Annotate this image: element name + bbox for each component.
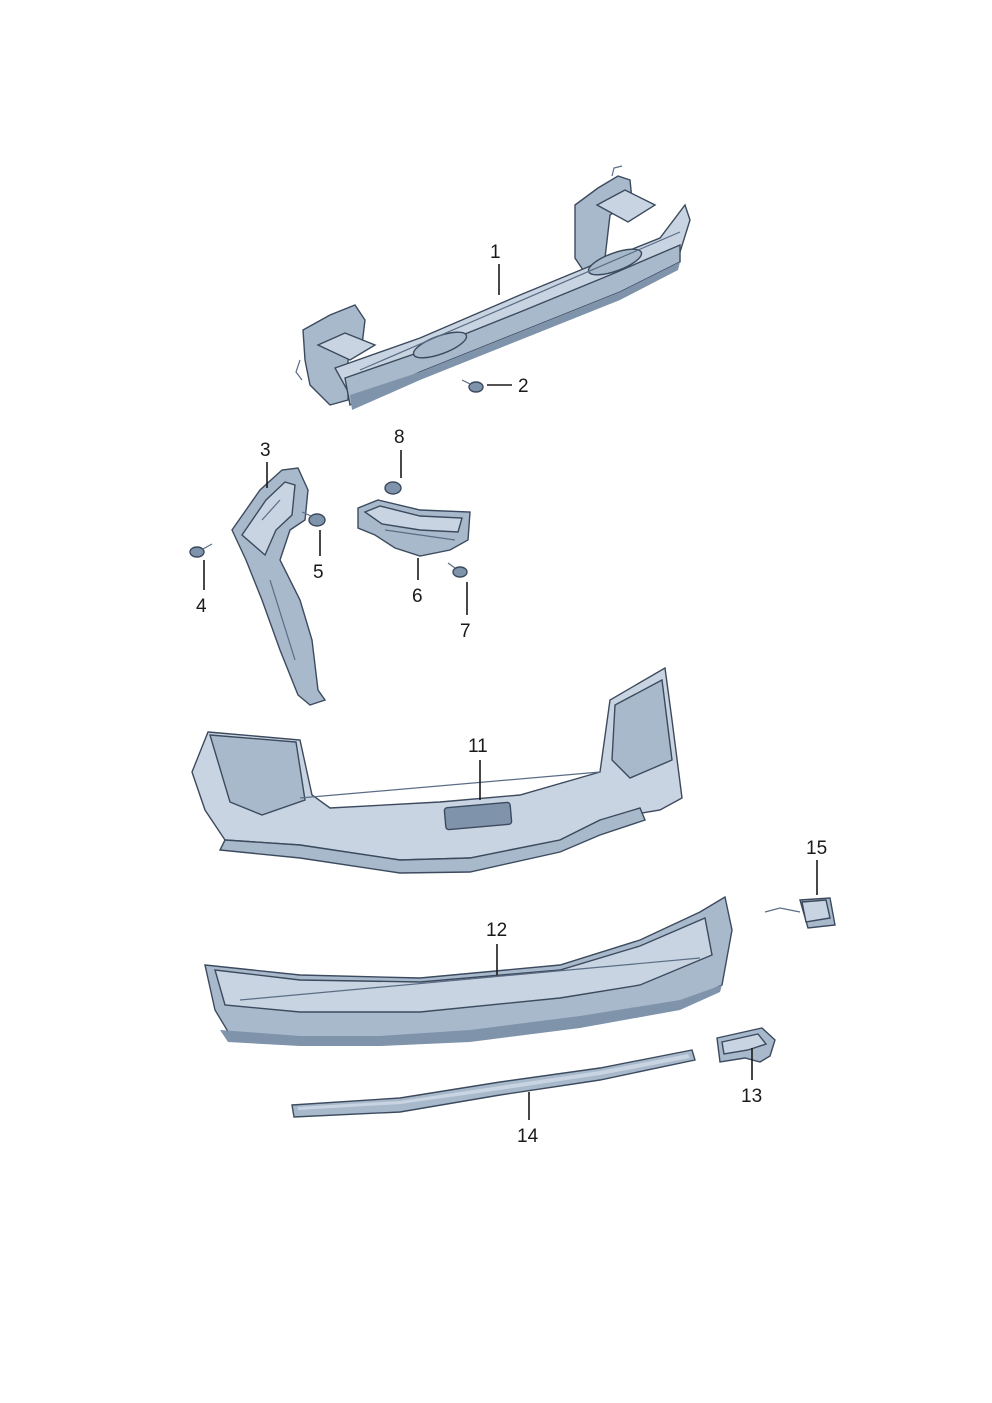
callout-11: 11 xyxy=(468,736,488,757)
callout-labels: 1 2 3 4 5 6 7 8 11 12 13 14 15 xyxy=(196,242,827,1147)
callout-3: 3 xyxy=(260,440,271,461)
callout-13: 13 xyxy=(741,1086,762,1107)
part-6-mount-bracket xyxy=(357,499,471,557)
callout-12: 12 xyxy=(486,920,507,941)
callout-15: 15 xyxy=(806,838,827,859)
leader-lines xyxy=(203,264,818,1120)
callout-7: 7 xyxy=(460,621,471,642)
part-8-clip xyxy=(384,481,402,495)
part-1-bumper-reinforcement xyxy=(295,165,691,410)
callout-6: 6 xyxy=(412,586,423,607)
part-11-bumper-cover xyxy=(191,666,683,874)
callout-5: 5 xyxy=(313,562,324,583)
part-12-lower-diffuser xyxy=(204,895,733,1046)
part-4-screw xyxy=(189,543,213,558)
part-2-screw xyxy=(461,379,484,393)
part-5-clip xyxy=(301,511,326,527)
part-15-connector xyxy=(764,897,836,929)
callout-2: 2 xyxy=(518,376,529,397)
part-3-side-bracket xyxy=(231,467,327,706)
part-13-trim-end xyxy=(716,1027,776,1063)
callout-8: 8 xyxy=(394,427,405,448)
callout-14: 14 xyxy=(517,1126,539,1147)
callout-4: 4 xyxy=(196,596,207,617)
part-7-screw xyxy=(447,562,468,578)
callout-1: 1 xyxy=(490,242,501,263)
part-14-trim-strip xyxy=(291,1049,696,1118)
